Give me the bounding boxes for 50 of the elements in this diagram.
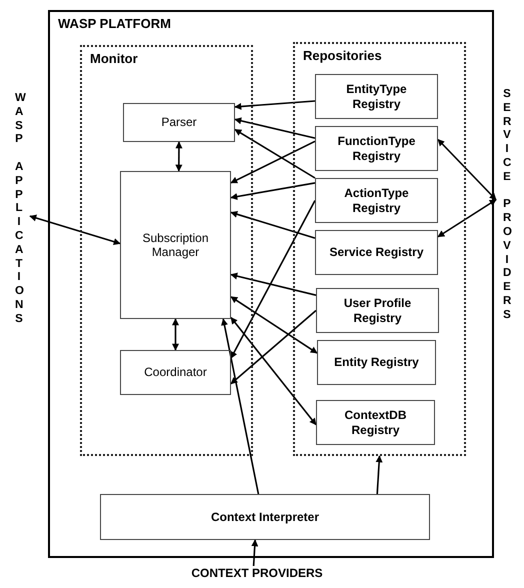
bottom-label: CONTEXT PROVIDERS: [191, 566, 323, 580]
registry-box: [315, 74, 438, 119]
box-label: User Profile Registry: [342, 296, 412, 325]
process-box: [120, 171, 231, 319]
registry-box: [316, 288, 439, 333]
arrow: [230, 200, 316, 359]
arrow: [230, 182, 316, 200]
arrow: [230, 272, 316, 296]
arrow: [29, 214, 121, 246]
registry-box: [315, 178, 438, 223]
process-box: [100, 494, 430, 540]
arrow: [234, 117, 316, 139]
arrow: [234, 100, 316, 110]
arrow: [437, 138, 497, 200]
box-label: Parser: [161, 115, 197, 130]
monitor-group: [80, 45, 253, 456]
arrow: [175, 141, 182, 172]
box-label: EntityType Registry: [345, 82, 408, 111]
box-label: ActionType Registry: [343, 186, 410, 215]
arrow: [172, 318, 179, 351]
side-label: SERVICE PROVIDERS: [502, 88, 513, 323]
side-label: WASP APPLICATIONS: [14, 92, 27, 327]
arrow: [230, 310, 317, 384]
arrow: [376, 455, 383, 494]
arrow: [251, 539, 258, 566]
registry-box: [315, 230, 438, 275]
group-title: Repositories: [303, 48, 382, 63]
registry-box: [315, 126, 438, 171]
box-label: FunctionType Registry: [336, 134, 416, 163]
box-label: Entity Registry: [334, 355, 419, 370]
arrow: [221, 318, 260, 494]
arrow: [230, 316, 317, 426]
group-title: WASP PLATFORM: [58, 16, 171, 31]
box-label: Subscription Manager: [141, 230, 210, 260]
box-label: Coordinator: [144, 365, 207, 380]
arrow: [230, 210, 316, 239]
registry-box: [317, 340, 436, 385]
arrow: [437, 199, 497, 238]
arrow: [230, 140, 316, 184]
box-label: ContextDB Registry: [344, 408, 408, 437]
arrow: [230, 296, 318, 354]
box-label: Context Interpreter: [210, 510, 320, 524]
process-box: [123, 103, 235, 142]
repositories-group: [293, 42, 466, 456]
box-label: Service Registry: [329, 245, 424, 260]
arrow: [234, 128, 316, 179]
platform-frame: [48, 10, 494, 558]
registry-box: [316, 400, 435, 445]
group-title: Monitor: [90, 51, 138, 66]
process-box: [120, 350, 231, 395]
